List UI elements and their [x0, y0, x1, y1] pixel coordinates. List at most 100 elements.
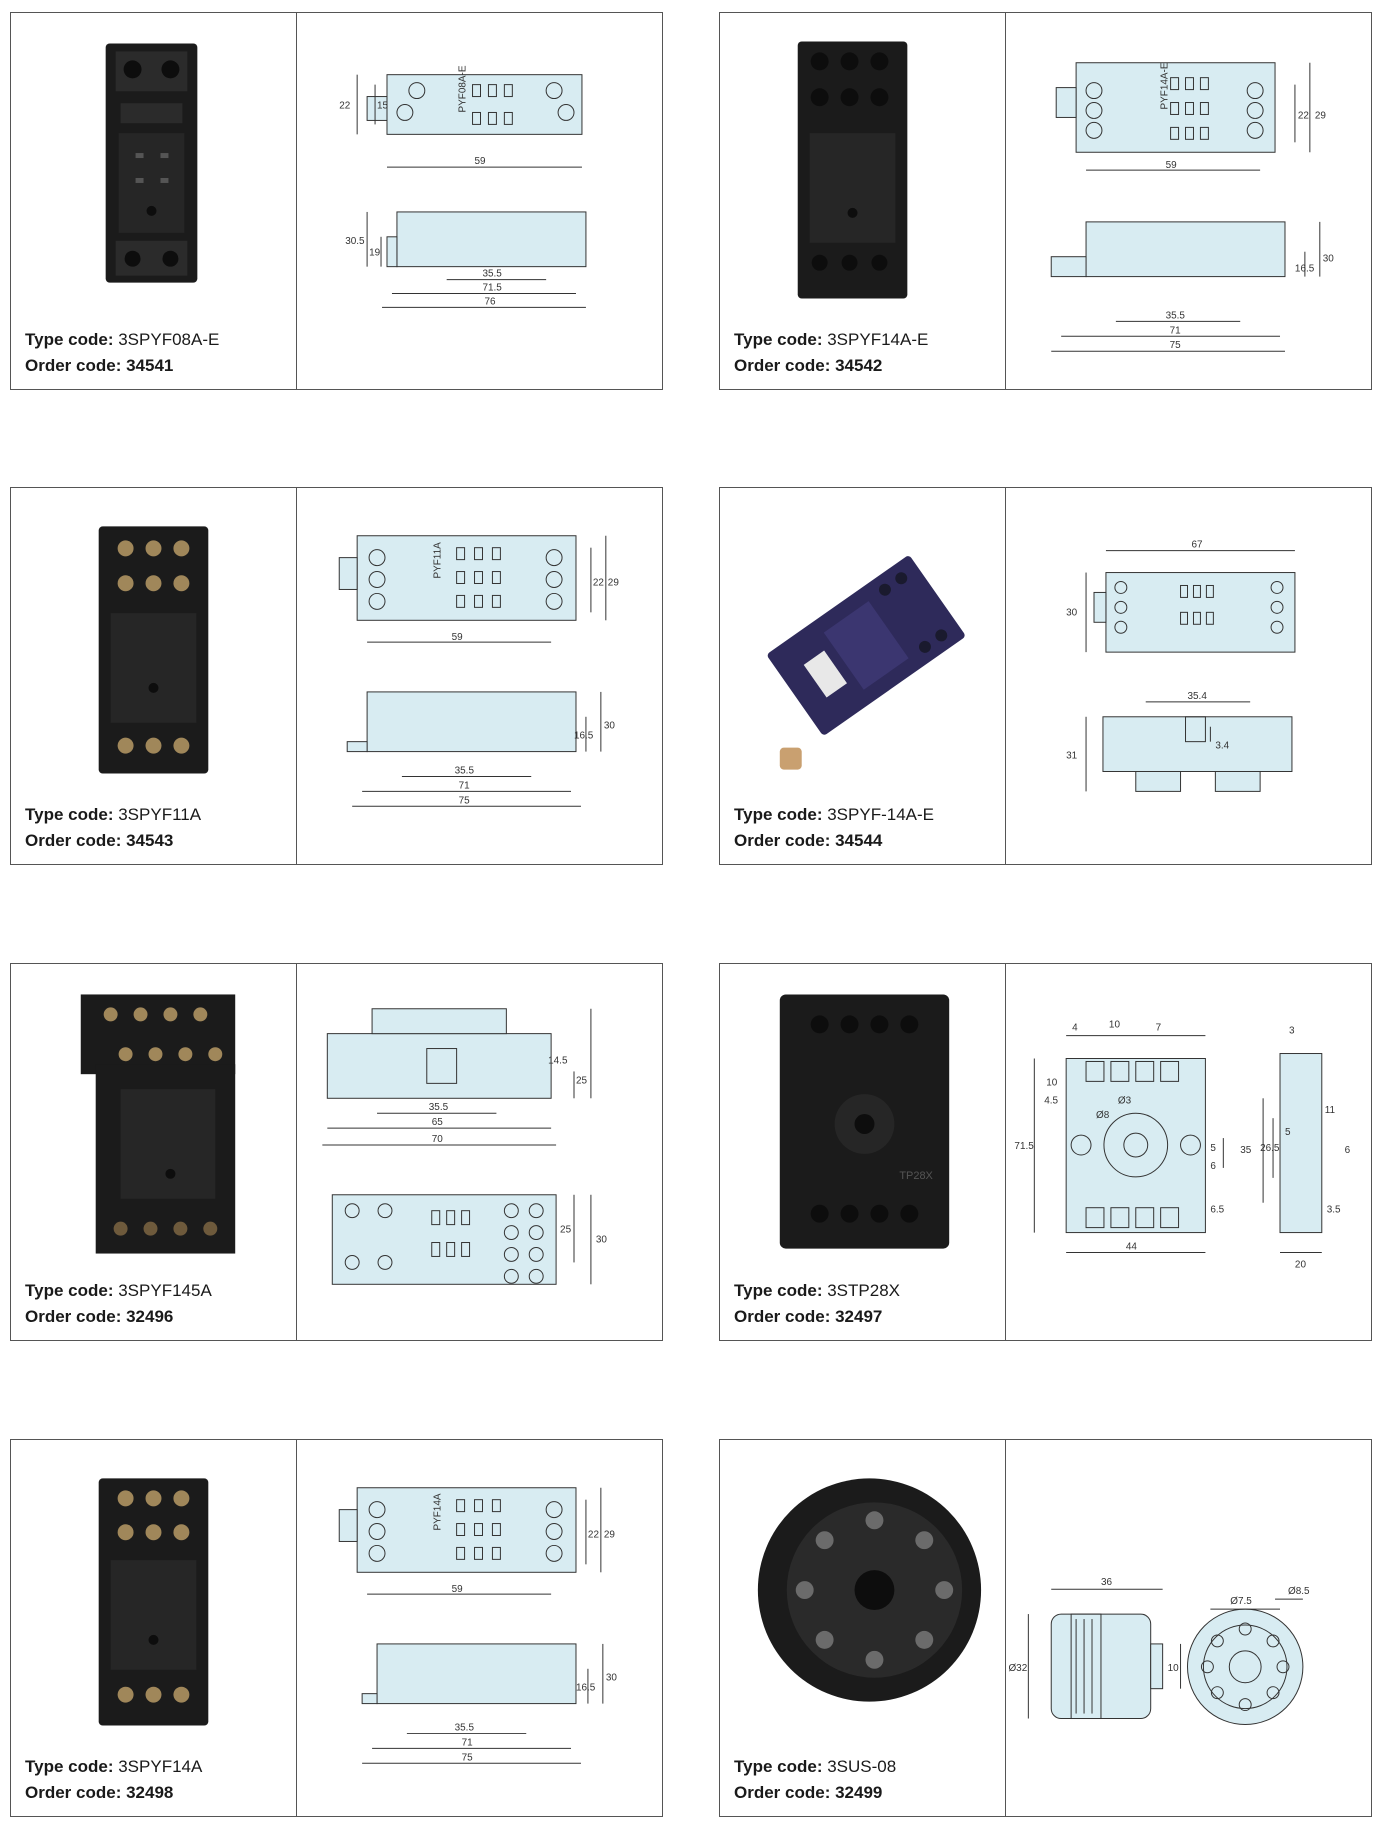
dimension-label: 30 — [1066, 607, 1078, 618]
product-captions: Type code: 3SPYF-14A-E Order code: 34544 — [734, 802, 934, 854]
type-code-value: 3SPYF14A-E — [827, 330, 929, 349]
dimension-label: 71.5 — [1014, 1141, 1034, 1152]
product-captions: Type code: 3SPYF14A-E Order code: 34542 — [734, 327, 928, 379]
dimension-label: 75 — [1170, 340, 1182, 351]
dimension-label: 71.5 — [482, 283, 502, 294]
product-photo: Type code: 3SPYF-14A-E Order code: 34544 — [720, 488, 1006, 864]
dimension-label: 35.5 — [455, 1722, 475, 1733]
dimension-label: 29 — [1315, 110, 1327, 121]
dimension-label: 76 — [484, 296, 496, 307]
dimension-label: 35.5 — [429, 1102, 449, 1113]
dimension-label: 75 — [459, 795, 471, 806]
type-code-value: 3SUS-08 — [827, 1757, 897, 1776]
product-captions: Type code: 3SPYF14A Order code: 32498 — [25, 1754, 202, 1806]
relay-socket-image — [105, 43, 198, 283]
product-card: Type code: 3SPYF11A Order code: 34543 — [10, 487, 663, 865]
order-code-value: 32498 — [126, 1783, 174, 1802]
type-code-label: Type code: — [25, 1757, 114, 1776]
product-photo: Type code: 3SPYF11A Order code: 34543 — [11, 488, 297, 864]
type-code-value: 3SPYF-14A-E — [827, 805, 934, 824]
product-photo: Type code: 3SPYF08A-E Order code: 34541 — [11, 13, 297, 389]
order-code-value: 34541 — [126, 356, 174, 375]
dimension-label: 4.5 — [1044, 1095, 1058, 1106]
order-code-value: 32499 — [835, 1783, 883, 1802]
dimension-label: 35.5 — [455, 765, 475, 776]
product-photo: Type code: 3SPYF145A Order code: 32496 — [11, 964, 297, 1340]
type-code-label: Type code: — [25, 330, 114, 349]
dimension-label: 67 — [1191, 540, 1203, 551]
dimension-label: 15 — [377, 100, 389, 111]
dimension-label: 30 — [596, 1235, 608, 1246]
dimension-label: 22 — [1298, 110, 1310, 121]
order-code-value: 34543 — [126, 831, 174, 850]
model-marking: PYF14A — [433, 1493, 444, 1530]
order-code-label: Order code: — [25, 1307, 122, 1326]
dimension-label: 71 — [462, 1737, 474, 1748]
relay-socket-image — [797, 41, 908, 299]
dimension-label: 20 — [1295, 1259, 1307, 1270]
relay-socket-image — [98, 526, 209, 774]
dimension-label: 59 — [452, 632, 464, 643]
dimension-label: 6 — [1210, 1161, 1216, 1172]
order-code-label: Order code: — [734, 1783, 831, 1802]
product-card: Type code: 3SPYF-14A-E Order code: 34544 — [719, 487, 1372, 865]
dimension-label: 30.5 — [345, 236, 365, 247]
dimension-label: 30 — [1323, 254, 1335, 265]
dimension-label: 35 — [1240, 1145, 1252, 1156]
order-code-value: 32497 — [835, 1307, 883, 1326]
dimension-label: 35.4 — [1188, 691, 1208, 702]
product-card: Type code: 3SPYF08A-E Order code: 34541 — [10, 12, 663, 390]
dimension-label: 71 — [1170, 325, 1182, 336]
dimension-label: 59 — [475, 156, 487, 167]
relay-socket-image — [767, 556, 965, 770]
dimension-label: 11 — [1325, 1105, 1336, 1116]
dimension-label: 3 — [1289, 1026, 1295, 1037]
dimension-label: Ø32 — [1008, 1663, 1027, 1674]
relay-socket-image — [80, 994, 236, 1254]
dimension-label: 35.5 — [1166, 310, 1186, 321]
dimension-label: 25 — [560, 1225, 572, 1236]
type-code-value: 3SPYF14A — [118, 1757, 203, 1776]
dimension-label: 7 — [1156, 1023, 1162, 1034]
dimension-label: 30 — [606, 1673, 618, 1684]
type-code-value: 3SPYF145A — [118, 1281, 212, 1300]
relay-socket-image — [98, 1478, 209, 1726]
dimension-label: 3.4 — [1215, 741, 1229, 752]
dimension-label: 59 — [1166, 160, 1178, 171]
type-code-value: 3SPYF11A — [118, 805, 202, 824]
dimension-label: 4 — [1072, 1023, 1078, 1034]
product-card: TP28X Type code: 3STP28X Order code: 324… — [719, 963, 1372, 1341]
product-captions: Type code: 3SUS-08 Order code: 32499 — [734, 1754, 896, 1806]
dimension-label: 26.5 — [1260, 1143, 1280, 1154]
dimension-label: 10 — [1168, 1663, 1180, 1674]
relay-socket-image: TP28X — [779, 994, 950, 1249]
dimension-label: 65 — [432, 1117, 444, 1128]
dimension-label: 5 — [1285, 1127, 1291, 1138]
dimension-label: 30 — [604, 721, 616, 732]
type-code-label: Type code: — [734, 1757, 823, 1776]
type-code-label: Type code: — [734, 330, 823, 349]
relay-socket-image — [757, 1478, 982, 1702]
dimension-drawing: 67 30 35.4 31 3.4 — [1006, 488, 1371, 864]
model-marking: PYF14A-E — [1160, 62, 1171, 109]
type-code-label: Type code: — [734, 1281, 823, 1300]
dimension-drawing: PYF08A-E 22 15 59 30.5 19 35.5 71.5 76 — [297, 13, 662, 389]
dimension-label: 16.5 — [576, 1683, 596, 1694]
dimension-label: 19 — [369, 248, 381, 259]
model-marking: PYF08A-E — [458, 65, 469, 112]
dimension-label: 22 — [593, 577, 605, 588]
type-code-value: 3STP28X — [827, 1281, 900, 1300]
dimension-label: 16.5 — [574, 731, 594, 742]
product-card: Type code: 3SPYF14A-E Order code: 34542 — [719, 12, 1372, 390]
dimension-label: 70 — [432, 1134, 444, 1145]
dimension-drawing: PYF11A 22 29 59 30 16.5 35.5 71 75 — [297, 488, 662, 864]
dimension-label: 75 — [462, 1752, 474, 1763]
product-captions: Type code: 3SPYF08A-E Order code: 34541 — [25, 327, 219, 379]
model-marking: TP28X — [899, 1170, 933, 1182]
dimension-drawing: 36 Ø32 10 Ø7.5 Ø8.5 — [1006, 1440, 1371, 1816]
dimension-label: 10 — [1109, 1020, 1121, 1031]
order-code-label: Order code: — [25, 831, 122, 850]
order-code-label: Order code: — [734, 356, 831, 375]
dimension-label: 29 — [608, 577, 620, 588]
product-card: Type code: 3SPYF14A Order code: 32498 — [10, 1439, 663, 1817]
